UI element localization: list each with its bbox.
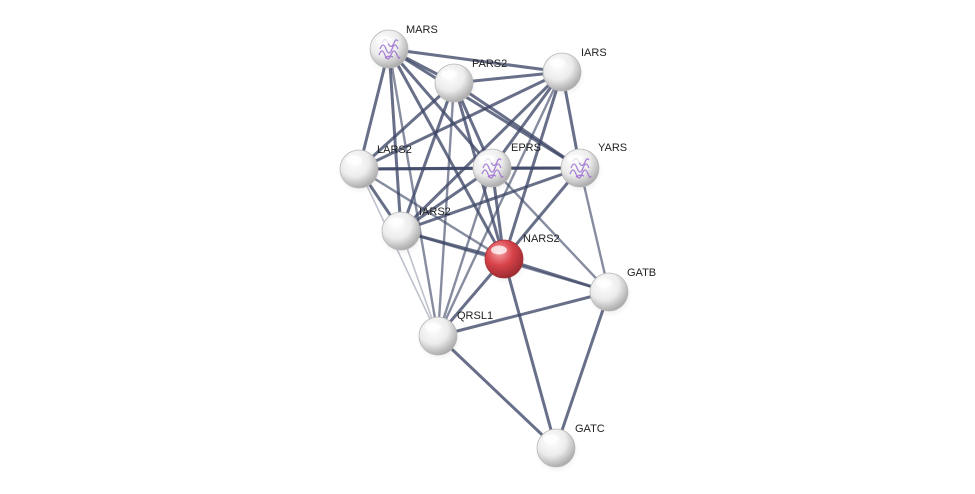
- node-label-eprs: EPRS: [511, 142, 541, 154]
- node-circle[interactable]: [419, 317, 457, 355]
- node-gatb[interactable]: GATB: [588, 267, 656, 317]
- node-label-qrsl1: QRSL1: [457, 310, 493, 322]
- node-label-mars: MARS: [406, 24, 438, 36]
- node-iars[interactable]: IARS: [541, 47, 607, 97]
- node-highlight: [549, 59, 565, 68]
- node-label-iars: IARS: [581, 47, 607, 59]
- node-label-gatc: GATC: [575, 423, 605, 435]
- node-circle[interactable]: [543, 53, 581, 91]
- node-highlight: [543, 435, 559, 444]
- node-highlight: [596, 279, 612, 288]
- node-gatc[interactable]: GATC: [535, 423, 605, 473]
- node-circle[interactable]: [561, 149, 599, 187]
- node-circle[interactable]: [485, 240, 523, 278]
- node-highlight: [479, 155, 495, 164]
- node-highlight: [491, 246, 507, 255]
- node-circle[interactable]: [473, 149, 511, 187]
- node-circle[interactable]: [590, 273, 628, 311]
- node-label-iars2: IARS2: [419, 206, 451, 218]
- node-label-yars: YARS: [598, 142, 627, 154]
- node-label-nars2: NARS2: [523, 233, 560, 245]
- node-label-pars2: PARS2: [472, 58, 507, 70]
- edge-nars2-gatc[interactable]: [504, 259, 556, 448]
- node-pars2[interactable]: PARS2: [433, 58, 507, 108]
- edge-iars-qrsl1[interactable]: [438, 72, 562, 336]
- node-highlight: [567, 155, 583, 164]
- nodes-layer: MARS PARS2 IARS LARS2 EPRS YARS IARS2NARS2GATB…: [338, 24, 656, 473]
- node-highlight: [388, 218, 404, 227]
- node-highlight: [376, 36, 392, 45]
- node-label-gatb: GATB: [627, 267, 656, 279]
- node-circle[interactable]: [382, 212, 420, 250]
- node-circle[interactable]: [435, 64, 473, 102]
- node-circle[interactable]: [370, 30, 408, 68]
- node-circle[interactable]: [537, 429, 575, 467]
- node-highlight: [425, 323, 441, 332]
- node-yars[interactable]: YARS: [559, 142, 627, 193]
- node-label-lars2: LARS2: [377, 144, 412, 156]
- node-mars[interactable]: MARS: [368, 24, 438, 74]
- node-circle[interactable]: [340, 150, 378, 188]
- node-highlight: [346, 156, 362, 165]
- node-highlight: [441, 70, 457, 79]
